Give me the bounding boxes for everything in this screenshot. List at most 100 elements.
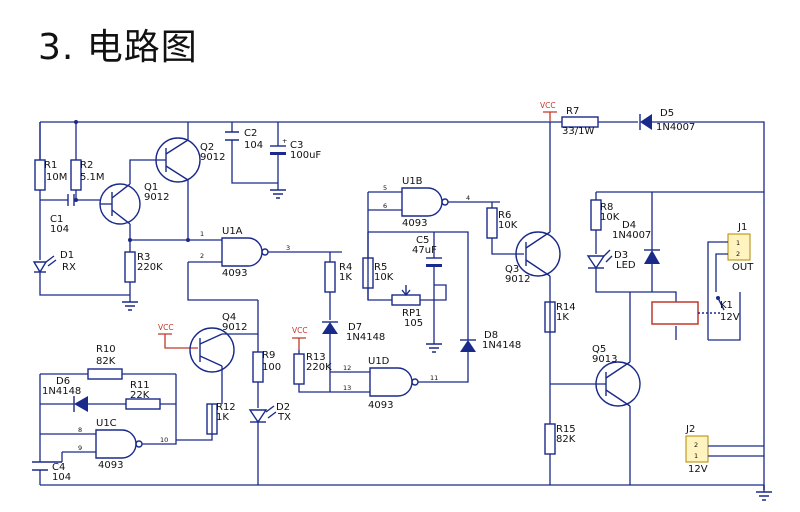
- svg-text:4093: 4093: [222, 268, 247, 279]
- svg-text:OUT: OUT: [732, 262, 754, 273]
- svg-text:2: 2: [736, 250, 740, 258]
- svg-text:11: 11: [430, 374, 438, 382]
- svg-text:R2: R2: [80, 160, 93, 171]
- svg-text:R7: R7: [566, 106, 579, 117]
- svg-text:D3: D3: [614, 250, 628, 261]
- svg-text:2: 2: [200, 252, 204, 260]
- r10-resistor: R10 82K: [40, 344, 176, 380]
- top-rail: [40, 121, 765, 490]
- r11-resistor: R11 22K: [100, 380, 176, 410]
- q5-transistor: Q5 9013: [550, 292, 641, 485]
- wire-u1b-d8: [368, 231, 469, 340]
- svg-text:2: 2: [694, 441, 698, 449]
- svg-text:4093: 4093: [402, 218, 427, 229]
- u1d-gate: 12 13 11 U1D 4093: [330, 350, 469, 411]
- svg-text:R9: R9: [262, 350, 275, 361]
- svg-text:1: 1: [736, 239, 740, 247]
- d5-diode: D5 1N4007: [639, 108, 695, 133]
- svg-text:D4: D4: [622, 220, 636, 231]
- svg-text:C5: C5: [416, 235, 429, 246]
- svg-text:4: 4: [466, 194, 470, 202]
- svg-text:12V: 12V: [688, 464, 708, 475]
- svg-text:9012: 9012: [200, 152, 225, 163]
- u1c-gate: 8 9 10 U1C 4093: [40, 374, 177, 471]
- rp1-potentiometer: RP1 105: [376, 284, 447, 340]
- r9-resistor: R9 100: [252, 334, 281, 408]
- svg-text:C2: C2: [244, 128, 257, 139]
- svg-text:D5: D5: [660, 108, 674, 119]
- svg-text:13: 13: [343, 384, 351, 392]
- svg-text:100uF: 100uF: [290, 150, 321, 161]
- svg-text:220K: 220K: [306, 362, 332, 373]
- wire-u1b-r5: [367, 210, 376, 301]
- svg-text:82K: 82K: [96, 356, 116, 367]
- svg-text:1: 1: [694, 452, 698, 460]
- svg-text:1N4007: 1N4007: [656, 122, 695, 133]
- svg-text:104: 104: [50, 224, 69, 235]
- svg-text:R14: R14: [556, 302, 576, 313]
- svg-text:D2: D2: [276, 402, 290, 413]
- svg-text:LED: LED: [616, 260, 636, 271]
- svg-text:C4: C4: [52, 462, 65, 473]
- ground-rp1: [426, 340, 442, 353]
- k1-relay: K1 12V: [630, 291, 741, 341]
- r8-resistor: R8 10K: [590, 192, 620, 254]
- svg-text:1: 1: [200, 230, 204, 238]
- q2-transistor: Q2 9012: [129, 122, 225, 240]
- svg-text:Q2: Q2: [200, 142, 214, 153]
- q3-transistor: Q3 9012: [505, 122, 561, 302]
- r15-resistor: R15 82K: [544, 384, 576, 485]
- d1-rx-diode: D1 RX: [32, 250, 130, 296]
- svg-text:VCC: VCC: [292, 326, 308, 335]
- d3-led: D3 LED: [586, 249, 636, 293]
- d7-diode: D7 1N4148: [322, 321, 385, 392]
- r7-resistor: R7 33/1W: [561, 106, 599, 137]
- vcc-top: VCC: [540, 101, 557, 122]
- svg-text:220K: 220K: [137, 262, 163, 273]
- svg-text:12V: 12V: [720, 312, 740, 323]
- j1-connector: 1 2 J1 OUT: [707, 222, 754, 292]
- bottom-rail: [40, 484, 765, 490]
- d2-tx-led: D2 TX: [248, 402, 291, 485]
- svg-text:R13: R13: [306, 352, 326, 363]
- r6-resistor: R6 10K: [486, 202, 524, 255]
- svg-text:6: 6: [383, 202, 387, 210]
- svg-text:R4: R4: [339, 262, 352, 273]
- u1b-gate: 5 6 4 U1B 4093: [367, 176, 500, 229]
- junction: [74, 120, 78, 124]
- svg-text:1K: 1K: [339, 272, 352, 283]
- r14-resistor: R14 1K: [544, 301, 576, 384]
- svg-text:9013: 9013: [592, 354, 617, 365]
- svg-text:U1D: U1D: [368, 356, 390, 367]
- svg-text:4093: 4093: [368, 400, 393, 411]
- d4-diode: D4 1N4007: [612, 192, 660, 292]
- r13-resistor: VCC R13 220K: [292, 326, 360, 393]
- svg-text:C1: C1: [50, 214, 63, 225]
- ground-left: [122, 295, 138, 311]
- svg-text:22K: 22K: [130, 390, 150, 401]
- svg-text:100: 100: [262, 362, 281, 373]
- svg-text:D8: D8: [484, 330, 498, 341]
- c1-capacitor: C1 104: [40, 194, 100, 235]
- svg-text:R1: R1: [44, 160, 57, 171]
- svg-text:33/1W: 33/1W: [562, 126, 594, 137]
- svg-text:104: 104: [244, 140, 263, 151]
- q4-transistor: VCC Q4 9012: [158, 300, 259, 404]
- svg-text:3: 3: [286, 244, 290, 252]
- svg-text:1N4007: 1N4007: [612, 230, 651, 241]
- svg-text:1N4148: 1N4148: [346, 332, 385, 343]
- svg-text:9: 9: [78, 444, 82, 452]
- svg-text:Q5: Q5: [592, 344, 606, 355]
- svg-text:U1A: U1A: [222, 226, 243, 237]
- d6-diode: D6 1N4148: [40, 376, 100, 412]
- svg-text:K1: K1: [720, 300, 733, 311]
- svg-text:RX: RX: [62, 262, 76, 273]
- c5-capacitor: C5 47uF: [412, 232, 442, 285]
- r5-resistor: R5 10K: [362, 232, 394, 300]
- svg-text:47uF: 47uF: [412, 245, 437, 256]
- svg-text:10K: 10K: [498, 220, 518, 231]
- svg-text:U1C: U1C: [96, 418, 117, 429]
- svg-text:R12: R12: [216, 402, 236, 413]
- junction: [74, 198, 78, 202]
- d8-diode: D8 1N4148: [460, 330, 521, 352]
